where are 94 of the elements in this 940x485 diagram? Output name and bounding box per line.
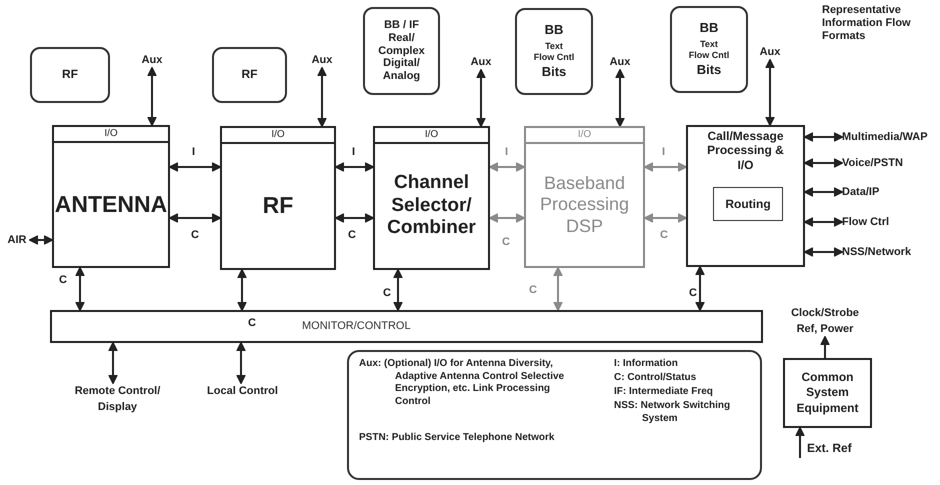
function-block — [373, 126, 490, 270]
signal-label: Ext. Ref — [795, 440, 861, 458]
arrow — [317, 66, 327, 128]
arrow — [804, 247, 844, 257]
arrow — [804, 132, 844, 142]
arrow — [147, 66, 157, 126]
signal-label: Aux — [132, 52, 172, 68]
signal-label: Clock/Strobe Ref, Power — [780, 305, 870, 337]
edge-label: C — [688, 287, 698, 299]
io-header: I/O — [375, 128, 488, 144]
signal-label: AIR — [4, 232, 30, 248]
arrow — [168, 213, 222, 223]
arrow — [820, 336, 830, 358]
note-entry: IF: Intermediate Freq — [614, 386, 714, 398]
signal-label: Aux — [750, 44, 790, 60]
block-title: Channel Selector/ Combiner — [386, 172, 477, 240]
edge-label: C — [347, 229, 357, 241]
routing-box: Routing — [713, 187, 783, 221]
format-text: BB — [544, 23, 564, 38]
edge-label: I — [661, 146, 666, 158]
arrow — [28, 235, 54, 245]
arrow — [334, 162, 374, 172]
format-text: Bits — [542, 64, 566, 80]
edge-label: I — [504, 146, 510, 158]
format-text: RF — [62, 68, 78, 82]
block-title: Call/Message Processing & I/O — [706, 129, 785, 172]
signal-label: Multimedia/WAP — [842, 129, 934, 145]
arrow — [795, 426, 805, 458]
note-entry: C: Control/Status — [614, 372, 698, 384]
heading-note: Representative Information Flow Formats — [822, 4, 912, 43]
arrow — [804, 217, 844, 227]
signal-label: Voice/PSTN — [842, 155, 934, 171]
format-box — [670, 6, 748, 93]
signal-label: Remote Control/ Display — [55, 383, 180, 417]
signal-label: Aux — [302, 52, 342, 68]
note-entry: I: Information — [614, 358, 679, 370]
note-entry: NSS: Network Switching System — [614, 400, 732, 425]
io-header: I/O — [222, 128, 334, 144]
arrow — [644, 213, 688, 223]
arrow — [488, 162, 526, 172]
format-box — [30, 47, 110, 103]
signal-label: Aux — [600, 54, 640, 70]
format-text: RF — [242, 68, 258, 82]
signal-label: Aux — [461, 54, 501, 70]
edge-label: C — [247, 317, 257, 329]
arrow — [476, 68, 486, 128]
arrow — [108, 342, 118, 384]
edge-label: C — [190, 229, 200, 241]
note-entry: Aux: (Optional) I/O for Antenna Diversity, Adaptive Antenna Control Selective Encryption, etc. Link Processing Control — [359, 358, 566, 408]
edge-label: I — [191, 146, 196, 158]
arrow — [765, 58, 775, 126]
arrow — [488, 213, 526, 223]
signal-label: Flow Ctrl — [842, 214, 934, 230]
function-block — [524, 126, 645, 268]
format-box — [515, 8, 593, 95]
function-block — [52, 125, 170, 268]
arrow — [75, 266, 85, 312]
function-block — [686, 125, 805, 267]
format-text: BB / IF Real/ Complex Digital/ Analog — [377, 19, 426, 83]
edge-label: C — [501, 236, 511, 248]
note-box — [347, 350, 762, 480]
io-header: I/O — [526, 128, 643, 144]
arrow — [236, 342, 246, 384]
arrow — [644, 162, 688, 172]
arrow — [695, 266, 705, 312]
io-header: I/O — [54, 127, 168, 143]
arrow — [334, 213, 374, 223]
block-title: ANTENNA — [54, 190, 168, 218]
edge-label: C — [58, 274, 68, 286]
format-text: Text Flow Cntl — [534, 41, 574, 62]
equipment-box: Common System Equipment — [783, 358, 872, 428]
arrow — [804, 158, 844, 168]
format-text: BB — [700, 21, 718, 36]
block-title: Baseband Processing DSP — [538, 172, 630, 238]
arrow — [237, 268, 247, 312]
function-block — [220, 126, 336, 270]
arrow — [804, 187, 844, 197]
arrow — [615, 68, 625, 128]
format-text: Bits — [696, 62, 722, 78]
format-text: Text Flow Cntl — [688, 39, 730, 60]
format-box — [363, 7, 440, 95]
signal-label: NSS/Network — [842, 244, 934, 260]
signal-label: Data/IP — [842, 184, 934, 200]
arrow — [168, 162, 222, 172]
arrow — [393, 268, 403, 312]
edge-label: C — [382, 287, 392, 299]
edge-label: I — [351, 146, 356, 158]
note-entry: PSTN: Public Service Telephone Network — [359, 432, 556, 444]
edge-label: C — [659, 229, 669, 241]
signal-label: Local Control — [190, 383, 295, 399]
arrow — [553, 266, 563, 312]
edge-label: C — [528, 284, 538, 296]
format-box — [212, 47, 287, 103]
block-title: RF — [262, 192, 294, 220]
